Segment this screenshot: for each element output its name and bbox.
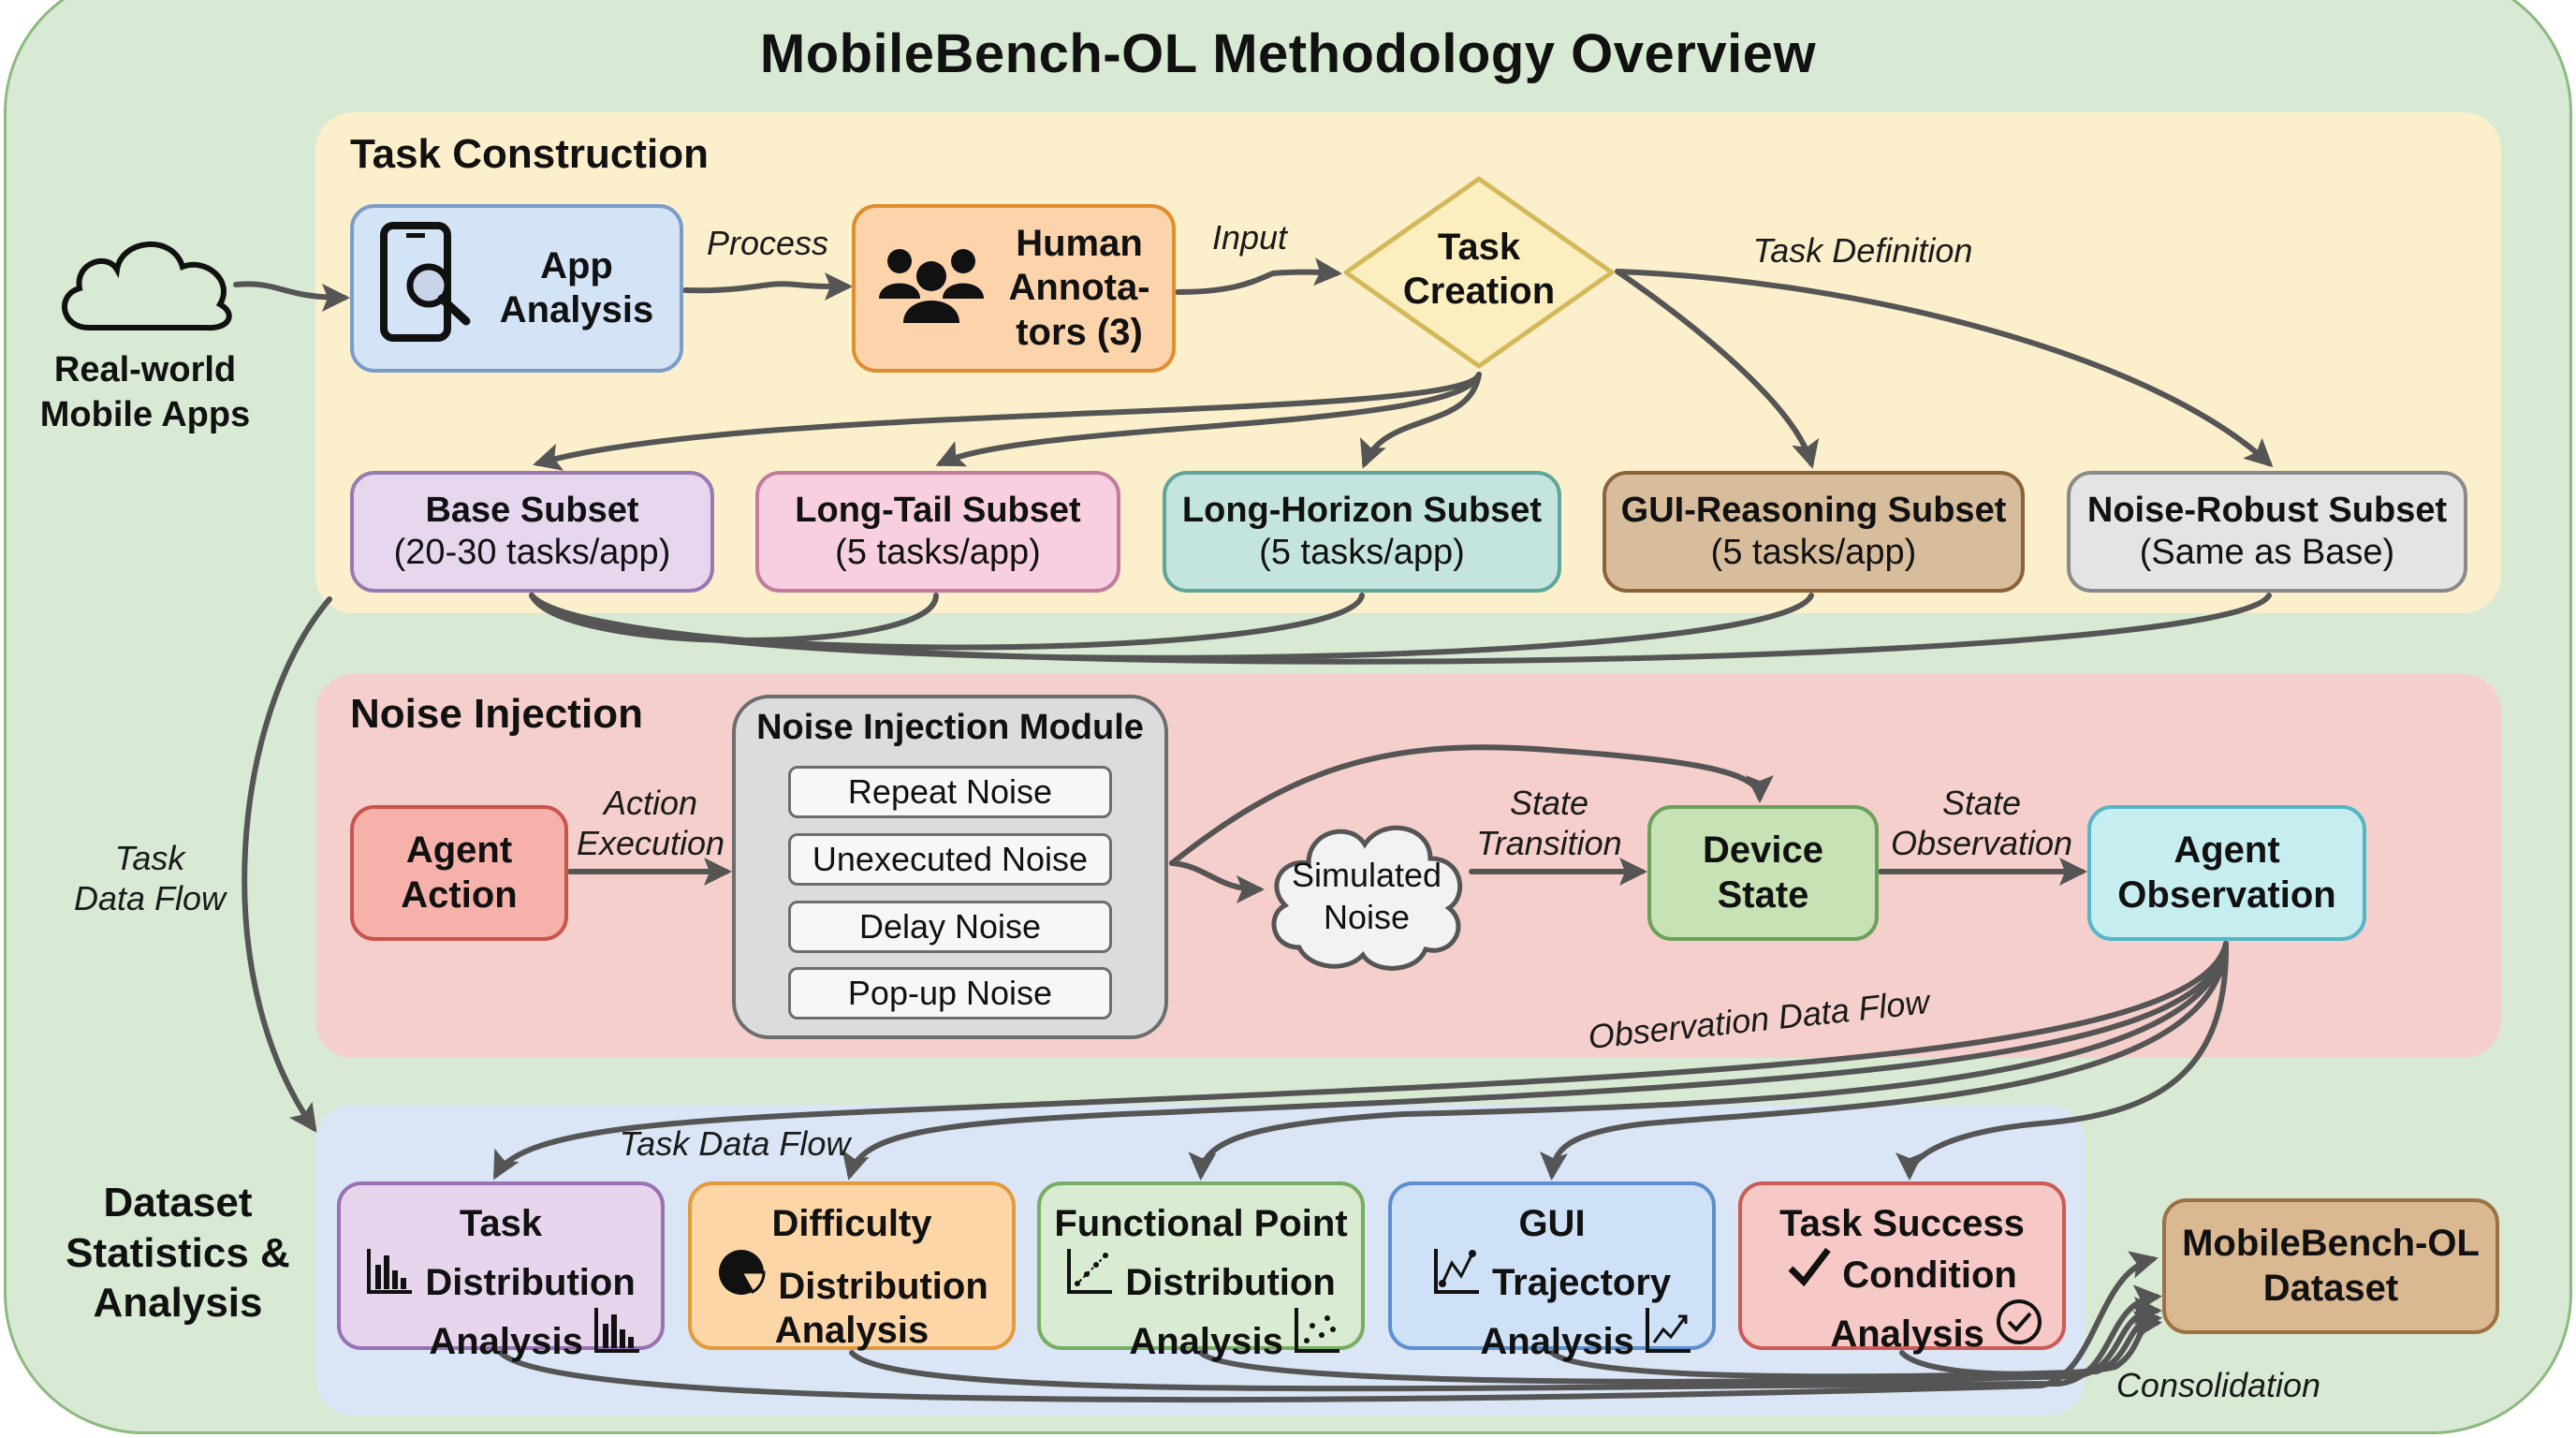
subset-long-tail[interactable]: Long-Tail Subset(5 tasks/app) — [755, 471, 1120, 593]
noise-item-popup[interactable]: Pop-up Noise — [788, 967, 1112, 1020]
subset-base[interactable]: Base Subset(20-30 tasks/app) — [350, 471, 714, 593]
consolidation-label: Consolidation — [2115, 1366, 2321, 1404]
checkmark-icon — [1787, 1246, 1832, 1298]
noise-module-title: Noise Injection Module — [756, 708, 1144, 747]
analysis-task-success[interactable]: Task Success Condition Analysis — [1738, 1181, 2066, 1355]
source-label: Real-world Mobile Apps — [39, 350, 251, 434]
noise-item-unexecuted[interactable]: Unexecuted Noise — [788, 833, 1112, 886]
line-chart-icon — [1433, 1246, 1482, 1305]
phone-search-icon — [379, 222, 474, 354]
task-definition-label: Task Definition — [1752, 231, 1973, 270]
check-circle-icon — [1995, 1298, 2043, 1357]
scatter-trend-icon — [1066, 1246, 1115, 1305]
cloud-icon — [51, 225, 239, 337]
noise-item-delay[interactable]: Delay Noise — [788, 901, 1112, 953]
subset-noise-robust[interactable]: Noise-Robust Subset(Same as Base) — [2067, 471, 2467, 593]
scatter-plot-icon — [1294, 1305, 1342, 1364]
noise-item-repeat[interactable]: Repeat Noise — [788, 766, 1112, 818]
analysis-difficulty-distribution[interactable]: Difficulty Distribution Analysis — [688, 1181, 1016, 1351]
bar-chart-icon — [366, 1246, 415, 1305]
bar-chart-icon — [593, 1305, 642, 1364]
diagram-title: MobileBench-OL Methodology Overview — [759, 23, 1817, 84]
cloud-shape-icon — [1271, 825, 1463, 971]
noise-injection-title: Noise Injection — [350, 691, 643, 737]
analysis-functional-point[interactable]: Functional Point Distribution Analysis — [1037, 1181, 1365, 1362]
analysis-gui-trajectory[interactable]: GUI Trajectory Analysis — [1388, 1181, 1716, 1362]
input-label: Input — [1211, 218, 1288, 257]
subset-gui-reasoning[interactable]: GUI-Reasoning Subset(5 tasks/app) — [1603, 471, 2025, 593]
people-icon — [877, 241, 986, 335]
task-data-flow-label: Task Data Flow — [619, 1124, 851, 1163]
process-label: Process — [706, 224, 829, 262]
task-construction-title: Task Construction — [350, 131, 710, 177]
trend-up-icon — [1645, 1305, 1693, 1364]
subset-long-horizon[interactable]: Long-Horizon Subset(5 tasks/app) — [1163, 471, 1561, 593]
pie-chart-icon — [715, 1246, 768, 1309]
analysis-task-distribution[interactable]: Task Distribution Analysis — [337, 1181, 665, 1362]
